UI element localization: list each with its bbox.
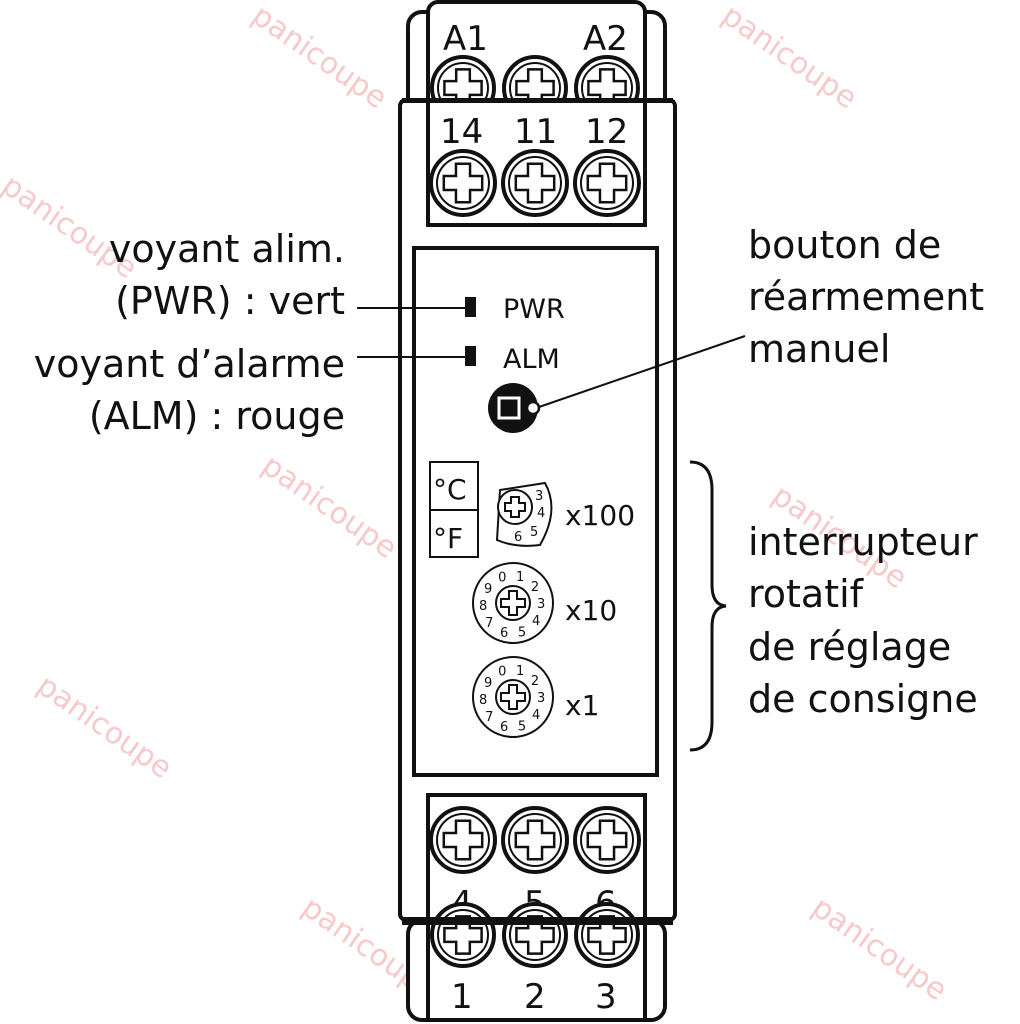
pwr-led-icon	[465, 297, 476, 317]
screw-terminal-icon[interactable]	[501, 149, 569, 217]
dial-digit: 5	[518, 625, 526, 640]
dial-digit: 3	[535, 489, 543, 504]
terminal-label-12: 12	[585, 112, 628, 152]
terminal-label-1: 1	[451, 977, 473, 1017]
screw-terminal-icon[interactable]	[430, 902, 496, 968]
dial-digit: 5	[530, 525, 538, 540]
terminal-label-3: 3	[595, 977, 617, 1017]
svg-text:panicoupe: panicoupe	[255, 448, 403, 566]
dial-digit: 6	[514, 530, 522, 545]
dial-x100[interactable]: 3 4 5 6	[495, 481, 553, 547]
unit-fahrenheit: °F	[433, 522, 463, 555]
dial-digit: 5	[518, 719, 526, 734]
dial-digit: 9	[484, 582, 492, 597]
dial-digit: 4	[532, 614, 540, 629]
terminal-label-a1: A1	[443, 19, 488, 59]
upper-screw-row	[429, 149, 641, 217]
dial-digit: 7	[485, 710, 493, 725]
alm-callout-line2: (ALM) : rouge	[89, 394, 345, 438]
screw-terminal-icon[interactable]	[573, 149, 641, 217]
svg-text:panicoupe: panicoupe	[245, 0, 393, 116]
dial-x1-label: x1	[565, 689, 599, 722]
dial-digit: 4	[537, 506, 545, 521]
dial-digit: 6	[500, 626, 508, 641]
terminal-label-a2: A2	[583, 19, 628, 59]
unit-celsius: °C	[433, 473, 467, 506]
svg-text:panicoupe: panicoupe	[30, 668, 178, 786]
screw-terminal-icon[interactable]	[573, 806, 641, 874]
screw-terminal-icon[interactable]	[429, 806, 497, 874]
pwr-callout-line1: voyant alim.	[109, 227, 345, 271]
dial-digit: 1	[516, 664, 524, 679]
bottom-terminal-block: 1 2 3	[402, 902, 673, 1022]
switch-callout-line3: de réglage	[748, 625, 951, 669]
dial-digit: 8	[479, 599, 487, 614]
dial-x100-label: x100	[565, 499, 635, 532]
dial-digit: 3	[537, 691, 545, 706]
switch-callout-line2: rotatif	[748, 572, 865, 616]
screw-terminal-icon[interactable]	[574, 902, 640, 968]
dial-digit: 2	[531, 580, 539, 595]
dial-digit: 4	[532, 708, 540, 723]
terminal-label-11: 11	[514, 112, 557, 152]
reset-callout-line	[538, 335, 746, 408]
dial-digit: 0	[498, 571, 506, 586]
alm-callout-line1: voyant d’alarme	[34, 342, 345, 386]
screw-terminal-icon[interactable]	[502, 902, 568, 968]
dial-x10-label: x10	[565, 594, 617, 627]
dial-digit: 3	[537, 597, 545, 612]
alm-led-icon	[465, 346, 476, 366]
switch-callout-line1: interrupteur	[748, 520, 978, 564]
brace-icon	[689, 460, 727, 752]
terminal-label-14: 14	[440, 112, 483, 152]
terminal-label-2: 2	[524, 977, 546, 1017]
switch-callout-line4: de consigne	[748, 677, 978, 721]
unit-selector[interactable]: °C °F	[429, 461, 479, 558]
reset-callout-line1: bouton de	[748, 223, 941, 267]
reset-callout-line3: manuel	[748, 327, 890, 371]
dial-digit: 8	[479, 693, 487, 708]
dial-digit: 7	[485, 616, 493, 631]
dial-digit: 2	[531, 674, 539, 689]
svg-text:panicoupe: panicoupe	[715, 0, 863, 116]
dial-digit: 0	[498, 665, 506, 680]
lower-screw-row	[429, 806, 641, 874]
screw-terminal-icon[interactable]	[501, 806, 569, 874]
svg-text:panicoupe: panicoupe	[805, 890, 953, 1008]
dial-digit: 1	[516, 570, 524, 585]
pwr-label: PWR	[503, 294, 565, 325]
reset-button[interactable]	[488, 383, 541, 433]
dial-digit: 9	[484, 676, 492, 691]
reset-callout-line2: réarmement	[748, 275, 984, 319]
alm-label: ALM	[503, 344, 560, 375]
pwr-callout-line2: (PWR) : vert	[115, 279, 345, 323]
dial-digit: 6	[500, 720, 508, 735]
screw-terminal-icon[interactable]	[429, 149, 497, 217]
